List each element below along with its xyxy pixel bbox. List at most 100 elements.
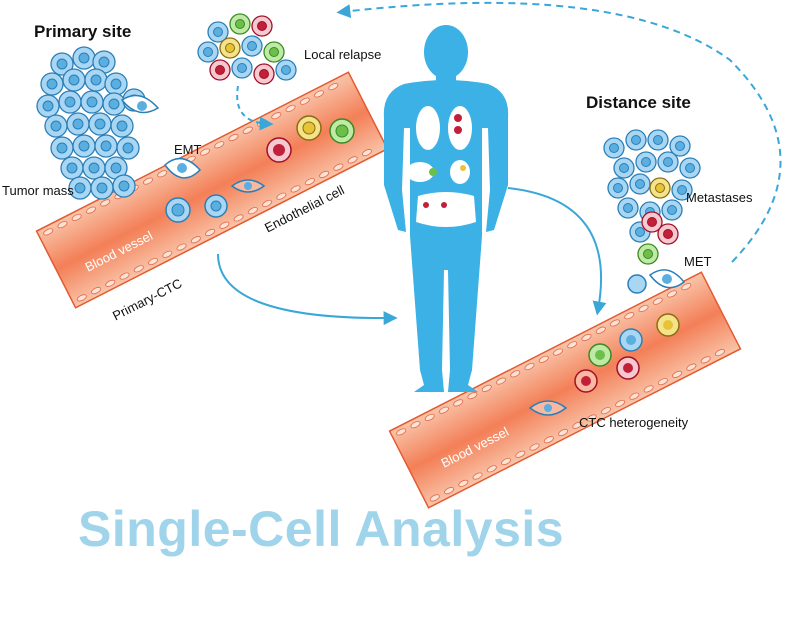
tumor-cell [82,156,106,180]
metastasis-cell [637,243,659,265]
tumor-cell [60,156,84,180]
endothelial-lining-cell [424,413,435,421]
ctc-yellow-left [296,115,322,141]
endothelial-lining-cell [629,392,640,400]
metastasis-cell [607,177,629,199]
endothelial-lining-cell [543,436,554,444]
relapse-cell [231,57,253,79]
endothelial-lining-cell [615,399,626,408]
lung-left-icon [416,106,440,150]
endothelial-lining-cell [57,221,68,229]
blood-vessel-right [388,271,742,509]
ctc-blue-1 [165,197,191,223]
endothelial-lining-cell [396,428,407,436]
endothelial-lining-cell [467,392,478,400]
endothelial-lining-cell [538,355,549,363]
tumor-cell [88,112,112,136]
endothelial-lining-cell [43,228,54,236]
endothelial-lining-cell [510,370,521,378]
endothelial-lining-cell [686,363,697,371]
metastasis-cell [669,135,691,157]
endothelial-lining-cell [524,362,535,371]
endothelial-lining-cell [91,287,102,295]
arrow-metastasis-loop [336,1,782,263]
endothelial-lining-cell [162,250,173,258]
endothelial-lining-cell [515,450,526,458]
tumor-cell [66,112,90,136]
tumor-mass-cluster [36,46,146,200]
endothelial-lining-cell [714,349,725,357]
endothelial-lining-cell [148,257,159,266]
tumor-mass-label: Tumor mass [2,183,74,198]
endothelial-lining-cell [567,341,578,349]
tumor-cell [50,136,74,160]
endothelial-lining-cell [586,414,597,422]
organs [406,106,476,227]
endothelial-lining-cell [100,199,111,207]
relapse-cell [197,41,219,63]
endothelial-lining-cell [319,170,330,178]
endothelial-eye-cell-right [528,400,568,416]
endothelial-lining-cell [458,479,469,487]
endothelial-lining-cell [700,356,711,364]
endothelial-lining-cell [643,385,654,393]
endothelial-lining-cell [667,290,678,298]
met-label: MET [684,254,712,269]
endothelial-lining-cell [657,378,668,386]
tumor-cell [68,176,92,200]
tumor-cell [40,72,64,96]
endothelial-lining-cell [581,333,592,342]
ctc-red-right [616,356,640,380]
tumor-cell [112,174,136,198]
metastasis-cell [649,177,671,199]
met-cell [648,269,686,289]
tumor-cell [72,134,96,158]
tumor-cell [116,136,140,160]
endothelial-lining-cell [501,457,512,466]
endothelial-lining-cell [119,272,130,280]
stomach-icon [450,160,470,184]
endothelial-lining-cell [328,83,339,91]
liver-icon [406,162,434,182]
endothelial-lining-cell [285,104,296,113]
ctc-heterogeneity-label: CTC heterogeneity [579,415,689,430]
tumor-cell [110,114,134,138]
endothelial-lining-cell [105,279,116,287]
emt-cell [163,157,202,179]
endothelial-lining-cell [71,213,82,221]
endothelial-lining-cell [444,487,455,495]
endothelial-lining-cell [472,472,483,480]
endothelial-lining-cell [558,428,569,437]
relapse-cell [253,63,275,85]
endothelial-lining-cell [361,149,372,157]
emt-label: EMT [174,142,202,157]
vessel-wall-cells-right [396,283,725,502]
human-body-silhouette [383,25,509,392]
arrow-vessel-to-body [217,253,398,326]
tumor-cell [72,46,96,70]
metastasis-cell [657,151,679,173]
relapse-cell [209,59,231,81]
endothelial-lining-cell [652,297,663,305]
relapse-cell [241,35,263,57]
endothelial-lining-cell [572,421,583,429]
endothelial-lining-cell [638,304,649,313]
relapse-cell [263,41,285,63]
relapse-cell [207,21,229,43]
tumor-cell [58,90,82,114]
metastasis-cell [613,157,635,179]
distance-site-label: Distance site [586,93,691,112]
metastasis-cell [661,199,683,221]
ctc-red-left [266,137,292,163]
endothelial-lining-cell [429,494,440,502]
endothelial-eye-cell-left [230,179,266,193]
intestine-icon [416,192,476,227]
endothelial-lining-cell [219,221,230,229]
tumor-cell [90,176,114,200]
metastasis-cell [641,211,663,233]
tumor-cell [36,94,60,118]
endothelial-lining-cell [133,265,144,273]
metastasis-cell [635,151,657,173]
endothelial-lining-cell [495,377,506,385]
endothelial-lining-cell [157,170,168,178]
